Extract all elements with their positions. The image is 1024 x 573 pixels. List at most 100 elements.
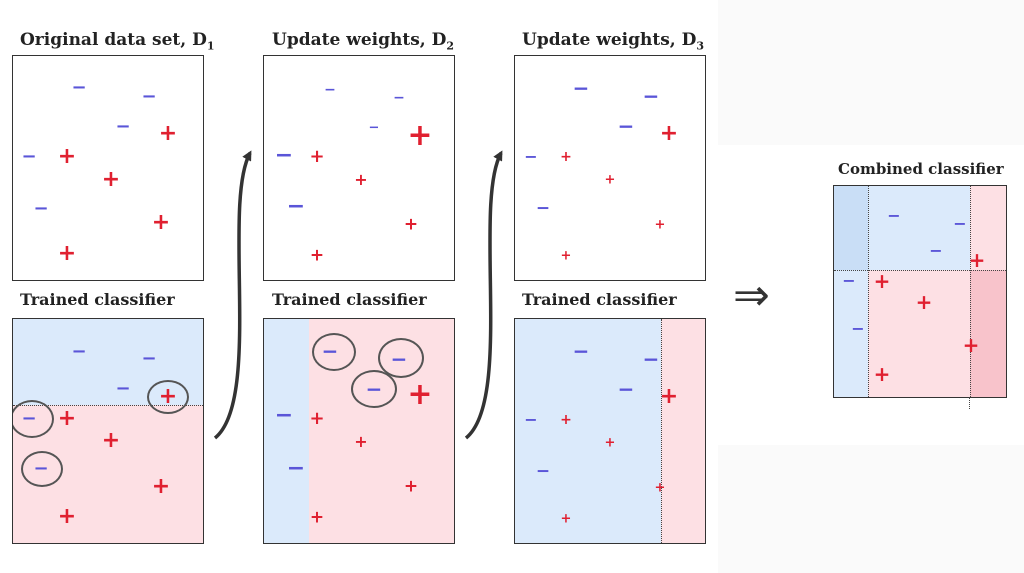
- title-d1-subscript: 1: [206, 39, 215, 53]
- region-positive: [661, 319, 705, 543]
- region-positive-strong: [970, 270, 1006, 397]
- positive-sample-marker: +: [659, 384, 679, 409]
- title-trained-2: Trained classifier: [272, 290, 427, 309]
- negative-sample-marker: −: [572, 339, 590, 363]
- decision-boundary-left: [868, 186, 869, 397]
- positive-sample-marker: +: [604, 172, 616, 188]
- title-d3-text: Update weights, D: [522, 30, 697, 50]
- negative-sample-marker: −: [617, 377, 635, 401]
- title-d1: Original data set, D1: [20, 30, 214, 52]
- negative-sample-marker: −: [141, 86, 157, 107]
- arrow-2: [464, 150, 503, 440]
- implies-arrow: ⇒: [733, 270, 770, 321]
- negative-sample-marker: −: [642, 347, 660, 371]
- negative-sample-marker: −: [535, 198, 551, 219]
- negative-sample-marker: −: [274, 143, 294, 168]
- title-combined: Combined classifier: [838, 160, 1004, 178]
- negative-sample-marker: −: [115, 378, 131, 399]
- misclassified-circle: [378, 338, 424, 378]
- negative-sample-marker: −: [929, 241, 943, 260]
- positive-sample-marker: +: [151, 474, 171, 499]
- positive-sample-marker: +: [560, 511, 572, 527]
- positive-sample-marker: +: [915, 290, 933, 314]
- panel-trained-classifier-3: −−−+−++−++: [514, 318, 706, 544]
- region-negative: [868, 186, 970, 270]
- title-trained-3: Trained classifier: [522, 290, 677, 309]
- positive-sample-marker: +: [407, 377, 433, 412]
- positive-sample-marker: +: [560, 149, 572, 165]
- positive-sample-marker: +: [354, 432, 368, 451]
- negative-sample-marker: −: [324, 82, 336, 98]
- positive-sample-marker: +: [309, 507, 325, 528]
- negative-sample-marker: −: [535, 461, 551, 482]
- title-d2: Update weights, D2: [272, 30, 454, 52]
- positive-sample-marker: +: [659, 121, 679, 146]
- title-d1-text: Original data set, D: [20, 30, 207, 50]
- region-negative: [515, 319, 661, 543]
- misclassified-circle: [147, 380, 189, 414]
- negative-sample-marker: −: [274, 403, 294, 428]
- negative-sample-marker: −: [21, 146, 37, 167]
- negative-sample-marker: −: [368, 120, 380, 136]
- title-d3: Update weights, D3: [522, 30, 704, 52]
- positive-sample-marker: +: [654, 480, 666, 496]
- misclassified-circle: [351, 370, 397, 408]
- negative-sample-marker: −: [524, 410, 538, 429]
- positive-sample-marker: +: [407, 118, 433, 153]
- panel-trained-classifier-1: −−−+−++−++: [12, 318, 204, 544]
- negative-sample-marker: −: [617, 114, 635, 138]
- negative-sample-marker: −: [953, 214, 967, 233]
- panel-original-data: −−−+−++−++: [12, 55, 204, 281]
- positive-sample-marker: +: [57, 406, 77, 431]
- decision-boundary: [661, 319, 662, 543]
- positive-sample-marker: +: [309, 245, 325, 266]
- positive-sample-marker: +: [309, 146, 325, 167]
- positive-sample-marker: +: [57, 241, 77, 266]
- positive-sample-marker: +: [309, 408, 325, 429]
- positive-sample-marker: +: [560, 412, 572, 428]
- positive-sample-marker: +: [604, 435, 616, 451]
- region-negative: [834, 270, 868, 397]
- misclassified-circle: [21, 451, 63, 487]
- positive-sample-marker: +: [560, 248, 572, 264]
- negative-sample-marker: −: [33, 198, 49, 219]
- positive-sample-marker: +: [57, 504, 77, 529]
- title-d3-subscript: 3: [696, 39, 705, 53]
- misclassified-circle: [312, 333, 356, 371]
- positive-sample-marker: +: [873, 269, 891, 293]
- title-d2-subscript: 2: [446, 39, 455, 53]
- negative-sample-marker: −: [887, 206, 901, 225]
- negative-sample-marker: −: [141, 348, 157, 369]
- negative-sample-marker: −: [286, 194, 306, 219]
- negative-sample-marker: −: [642, 84, 660, 108]
- title-trained-1: Trained classifier: [20, 290, 175, 309]
- positive-sample-marker: +: [101, 167, 121, 192]
- decision-boundary-right: [970, 186, 971, 397]
- region-positive: [868, 270, 970, 397]
- positive-sample-marker: +: [654, 217, 666, 233]
- negative-sample-marker: −: [851, 319, 865, 338]
- negative-sample-marker: −: [286, 456, 306, 481]
- negative-sample-marker: −: [115, 116, 131, 137]
- decision-boundary: [13, 405, 203, 406]
- positive-sample-marker: +: [403, 214, 419, 235]
- panel-update-weights-d2: −−−+−++−++: [263, 55, 455, 281]
- panel-trained-classifier-2: −−−+−++−++: [263, 318, 455, 544]
- region-negative-strong: [834, 186, 868, 270]
- decision-boundary-extension: [969, 397, 970, 409]
- negative-sample-marker: −: [572, 76, 590, 100]
- decision-boundary-horizontal: [834, 270, 1006, 271]
- region-positive: [970, 186, 1006, 270]
- negative-sample-marker: −: [524, 147, 538, 166]
- negative-sample-marker: −: [393, 90, 405, 106]
- arrow-1: [213, 150, 252, 440]
- positive-sample-marker: +: [151, 210, 171, 235]
- positive-sample-marker: +: [57, 144, 77, 169]
- negative-sample-marker: −: [71, 341, 87, 362]
- title-d2-text: Update weights, D: [272, 30, 447, 50]
- panel-combined-classifier: −−−+−++−++: [833, 185, 1007, 398]
- region-negative: [264, 319, 309, 543]
- positive-sample-marker: +: [158, 121, 178, 146]
